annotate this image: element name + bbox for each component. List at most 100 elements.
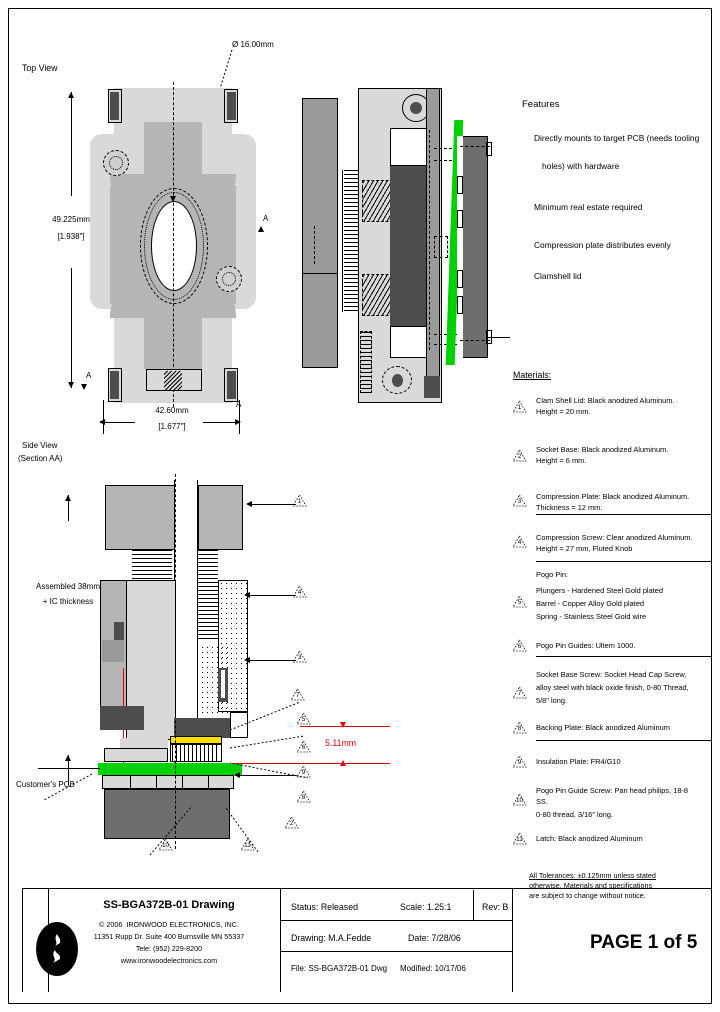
callout-balloon-3: 3 — [292, 650, 307, 663]
callout-balloon-5: 5 — [296, 712, 311, 725]
pcb-leader-line — [43, 773, 93, 801]
file-field: File: SS-BGA372B-01 Dwg — [291, 964, 388, 973]
callout-balloon-4: 4 — [292, 585, 307, 598]
height-dimension-value: 49.225mm — [52, 215, 90, 224]
side-view-sublabel: (Section AA) — [18, 454, 63, 463]
callout-leader-lines — [230, 701, 309, 779]
tolerance-note-line-3: are subject to change without notice. — [529, 891, 646, 900]
height-dimension-inch: [1.938"] — [57, 232, 85, 241]
materials-balloon-number: 3 — [517, 498, 522, 505]
feature-item-2: Minimum real estate required — [534, 202, 643, 212]
copyright-line: © 2006 IRONWOOD ELECTRONICS, INC. — [99, 920, 239, 929]
assembled-note-line2: + IC thickness — [42, 597, 94, 606]
features-title: Features — [522, 99, 560, 110]
leader-arrow-4 — [234, 772, 240, 778]
materials-divider-4 — [536, 740, 712, 741]
drawing-title: SS-BGA372B-01 Drawing — [103, 899, 235, 911]
materials-balloon-number: 1 — [517, 404, 522, 411]
height-dim-line-upper — [71, 92, 72, 196]
materials-balloon-number: 9 — [517, 759, 522, 766]
title-block-top-border — [22, 888, 712, 889]
materials-balloon-6: 6 — [512, 639, 527, 652]
materials-title: Materials: — [513, 370, 552, 380]
stack-dim-arrow-bottom — [340, 760, 346, 766]
section-mark-right: A — [263, 214, 269, 223]
material-item-5-line-4: Spring - Stainless Steel Gold wire — [536, 612, 647, 621]
callout-number: 5 — [301, 716, 306, 723]
material-item-4-line-1: Compression Screw: Clear anodized Alumin… — [536, 533, 693, 542]
title-block-left-border — [22, 888, 23, 992]
materials-balloon-number: 5 — [517, 599, 522, 606]
material-item-10-line-3: 0-80 thread, 3/16" long. — [536, 810, 613, 819]
leader-arrow-1 — [246, 501, 252, 507]
material-item-4-line-2: Height = 27 mm, Fluted Knob — [536, 544, 633, 553]
section-arrow-right — [258, 226, 264, 232]
materials-balloon-8: 8 — [512, 721, 527, 734]
materials-divider-1 — [536, 514, 712, 515]
leader-line-3 — [248, 660, 296, 661]
callout-balloon-7: 7 — [290, 688, 305, 701]
customer-pcb-label: Customer's PCB — [16, 780, 75, 789]
material-item-9-line-1: Insulation Plate: FR4/G10 — [536, 757, 621, 766]
modified-field: Modified: 10/17/06 — [400, 964, 466, 973]
scale-field: Scale: 1.25:1 — [400, 902, 452, 912]
callout-number: 8 — [301, 794, 306, 801]
section-arrow-bottom — [81, 384, 87, 390]
side-view-graphic — [90, 474, 300, 860]
callout-number: 11 — [244, 842, 251, 849]
callout-number: 6 — [301, 744, 306, 751]
material-item-10-line-1: Pogo Pin Guide Screw: Pan head philips, … — [536, 786, 689, 795]
title-block-divider-right — [512, 888, 513, 992]
rev-field: Rev: B — [482, 902, 509, 912]
drawing-by-field: Drawing: M.A.Fedde — [291, 933, 372, 943]
materials-divider-2 — [536, 561, 712, 562]
material-item-2-line-2: Height = 6 mm. — [536, 456, 587, 465]
status-field: Status: Released — [291, 902, 358, 912]
assembled-note-line1: Assembled 38mm — [35, 582, 101, 591]
callout-number: 3 — [297, 654, 302, 661]
callout-number: 10 — [161, 842, 170, 849]
stack-dimension-value: 5.11mm — [325, 738, 357, 748]
material-item-8-line-1: Backing Plate: Black anodized Aluminum — [536, 723, 670, 732]
width-dimension-inch: [1.677"] — [158, 422, 186, 431]
material-item-1-line-1: Clam Shell Lid: Black anodized Aluminum. — [536, 396, 675, 405]
material-item-7-line-3: 5/8" long. — [536, 696, 567, 705]
material-item-10-line-2: SS. — [536, 797, 548, 806]
diameter-dimension-label: Ø 16.00mm — [232, 40, 274, 49]
materials-balloon-1: 1 — [512, 400, 527, 413]
materials-balloon-4: 4 — [512, 535, 527, 548]
material-item-3-line-1: Compression Plate: Black anodized Alumin… — [536, 492, 690, 501]
stack-dim-arrow-top — [340, 722, 346, 728]
top-view-graphic — [88, 82, 258, 407]
width-dim-line-left — [103, 422, 135, 423]
width-dimension-value: 42.60mm — [155, 406, 189, 415]
section-mark-top: A — [236, 400, 242, 409]
callout-balloon-2: 2 — [284, 816, 299, 829]
leader-line-4 — [238, 775, 296, 776]
height-dim-arrow-top — [68, 92, 74, 98]
callout-balloon-6: 6 — [296, 740, 311, 753]
title-block-divider-status — [280, 888, 281, 992]
material-item-6-line-1: Pogo Pin Guides: Ultem 1000. — [536, 641, 636, 650]
side-view-label: Side View — [22, 441, 58, 450]
materials-balloon-7: 7 — [512, 686, 527, 699]
phone-line: Tele: (952) 229-8200 — [135, 944, 203, 953]
width-dim-line-right — [203, 422, 240, 423]
materials-balloon-9: 9 — [512, 755, 527, 768]
materials-balloon-number: 4 — [517, 539, 522, 546]
section-mark-bottom: A — [86, 371, 92, 380]
title-block-row-divider-1 — [280, 920, 512, 921]
leader-arrow-2 — [244, 592, 250, 598]
callout-balloon-11: 11 — [240, 838, 255, 851]
height-dim-arrow-bottom — [68, 382, 74, 388]
materials-divider-3 — [536, 656, 712, 657]
leader-line-1 — [250, 504, 296, 505]
material-item-5-line-2: Plungers - Hardened Steel Gold plated — [536, 586, 663, 595]
title-block-row-divider-2 — [280, 951, 512, 952]
callout-balloon-10: 10 — [158, 838, 173, 851]
width-dim-arrow-left — [99, 419, 105, 425]
materials-balloon-3: 3 — [512, 494, 527, 507]
flame-icon — [53, 934, 61, 963]
side-dim-line-upper — [68, 495, 69, 521]
